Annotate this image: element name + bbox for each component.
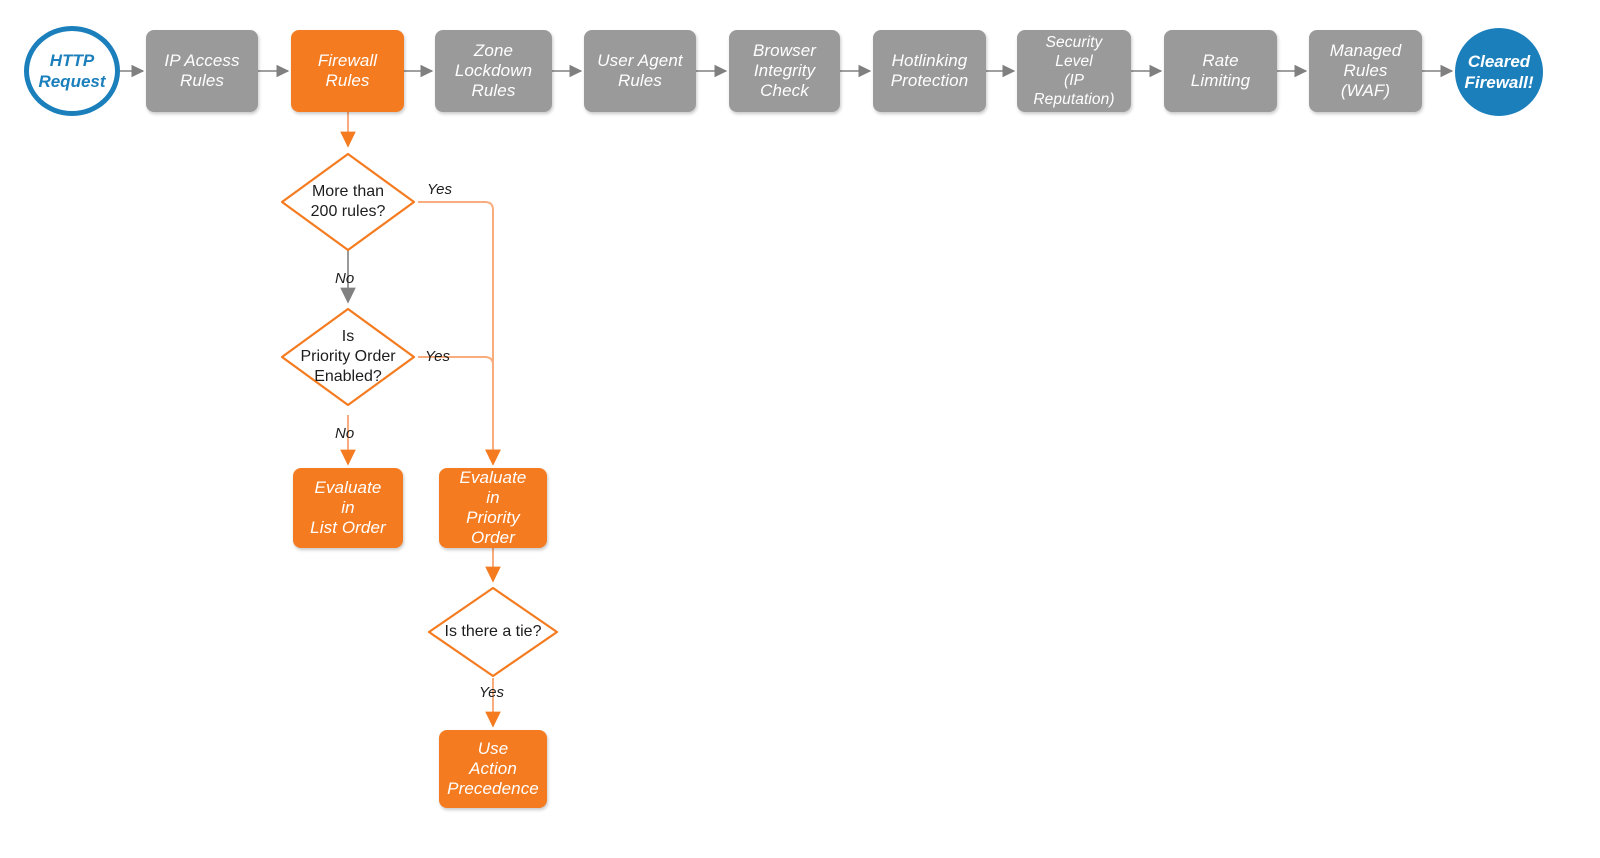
node-evaluate-priority-order[interactable]: Evaluate in Priority Order [439, 468, 547, 548]
edge-label-more-than-200-no: No [335, 270, 355, 287]
node-browser-integrity-check[interactable]: Browser Integrity Check [729, 30, 840, 112]
node-use-action-precedence[interactable]: Use Action Precedence [439, 730, 547, 808]
node-http-request[interactable]: HTTP Request [24, 26, 120, 116]
node-user-agent-rules-label: User Agent Rules [597, 51, 683, 90]
node-managed-rules-waf[interactable]: Managed Rules (WAF) [1309, 30, 1422, 112]
node-firewall-rules[interactable]: Firewall Rules [291, 30, 404, 112]
diamond-shape [280, 307, 416, 407]
node-security-level-label: Security Level (IP Reputation) [1033, 34, 1115, 108]
edge-label-tie-yes: Yes [479, 684, 505, 701]
node-hotlinking-protection-label: Hotlinking Protection [890, 51, 969, 90]
edge-label-priority-order-yes: Yes [425, 348, 451, 365]
node-managed-rules-waf-label: Managed Rules (WAF) [1329, 41, 1402, 100]
node-evaluate-priority-order-label: Evaluate in Priority Order [459, 468, 527, 547]
node-is-there-a-tie[interactable]: Is there a tie? [425, 584, 561, 680]
edge-label-priority-order-no: No [335, 425, 355, 442]
node-cleared-firewall-label: Cleared Firewall! [1464, 52, 1534, 92]
edge-label-more-than-200-yes: Yes [427, 181, 453, 198]
node-ip-access-rules[interactable]: IP Access Rules [146, 30, 258, 112]
node-http-request-label: HTTP Request [38, 51, 106, 91]
node-cleared-firewall[interactable]: Cleared Firewall! [1455, 28, 1543, 116]
node-security-level[interactable]: Security Level (IP Reputation) [1017, 30, 1131, 112]
node-hotlinking-protection[interactable]: Hotlinking Protection [873, 30, 986, 112]
diamond-shape [427, 586, 559, 678]
node-evaluate-list-order-label: Evaluate in List Order [310, 478, 386, 537]
node-more-than-200-rules-label: More than 200 rules? [310, 183, 386, 220]
node-use-action-precedence-label: Use Action Precedence [447, 739, 539, 798]
node-firewall-rules-label: Firewall Rules [317, 51, 378, 90]
node-priority-order-enabled[interactable]: Is Priority Order Enabled? [278, 305, 418, 409]
node-rate-limiting-label: Rate Limiting [1190, 51, 1251, 90]
node-priority-order-enabled-label: Is Priority Order Enabled? [300, 328, 396, 385]
node-evaluate-list-order[interactable]: Evaluate in List Order [293, 468, 403, 548]
edge-decision1-yes [418, 201, 501, 466]
node-zone-lockdown-rules-label: Zone Lockdown Rules [454, 41, 533, 100]
node-zone-lockdown-rules[interactable]: Zone Lockdown Rules [435, 30, 552, 112]
node-user-agent-rules[interactable]: User Agent Rules [584, 30, 696, 112]
node-more-than-200-rules[interactable]: More than 200 rules? [278, 150, 418, 254]
node-rate-limiting[interactable]: Rate Limiting [1164, 30, 1277, 112]
node-browser-integrity-check-label: Browser Integrity Check [752, 41, 817, 100]
node-ip-access-rules-label: IP Access Rules [164, 51, 240, 90]
node-is-there-a-tie-label: Is there a tie? [444, 623, 542, 640]
edge-decision2-yes [418, 356, 501, 466]
diamond-shape [280, 152, 416, 252]
